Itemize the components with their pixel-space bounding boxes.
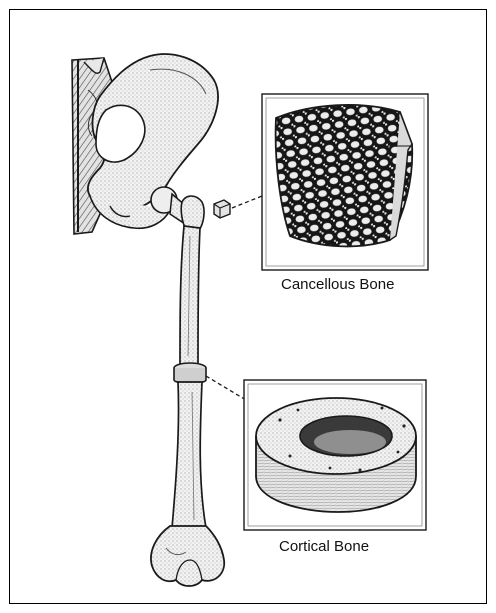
- femur: [151, 187, 224, 586]
- cortical-bone-label: Cortical Bone: [279, 538, 369, 555]
- cortical-inset: [244, 380, 426, 530]
- cancellous-bone-label: Cancellous Bone: [281, 276, 394, 293]
- cancellous-leader-line: [232, 196, 262, 208]
- cortical-leader-line: [206, 376, 246, 400]
- cancellous-sample-marker: [214, 200, 230, 218]
- cancellous-inset: [262, 94, 428, 270]
